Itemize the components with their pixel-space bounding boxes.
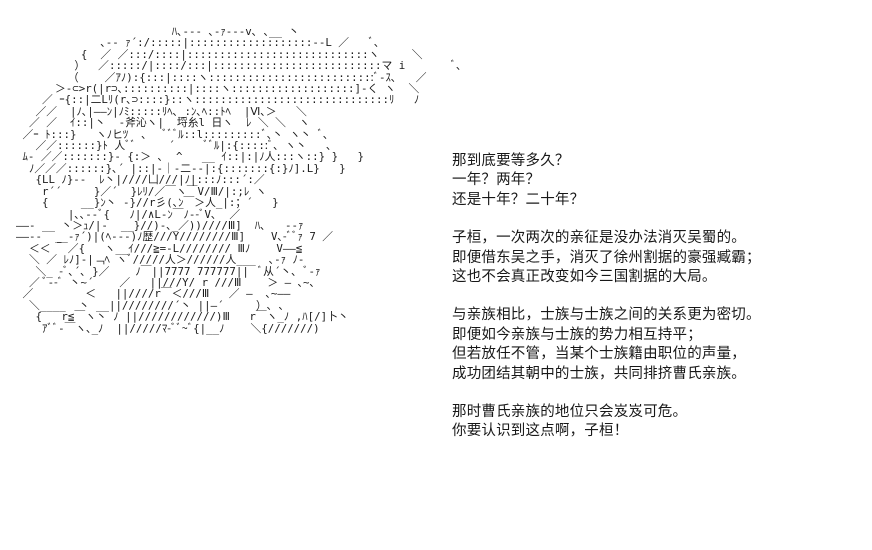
- dialogue-text-block: 那到底要等多久？ 一年？两年？ 还是十年？二十年？ 子桓，一次两次的亲征是没办法…: [452, 152, 852, 442]
- ascii-art-portrait: ﾊ､--‐ ､‐ｧ‐--v､ ､__ 丶 ､-‐ ｧ´:/:::::|:::::…: [16, 25, 462, 335]
- dialogue-line: 你要认识到这点啊，子桓！: [452, 423, 629, 440]
- dialogue-paragraph: 子桓，一次两次的亲征是没办法消灭吴蜀的。 即便借东吴之手，消灭了徐州割据的豪强臧…: [452, 229, 852, 287]
- dialogue-line: 但若放任不管，当某个士族籍由职位的声量，: [452, 346, 746, 363]
- dialogue-line: 这也不会真正改变如今三国割据的大局。: [452, 269, 717, 286]
- dialogue-line: 与亲族相比，士族与士族之间的关系更为密切。: [452, 307, 761, 324]
- dialogue-paragraph: 那时曹氏亲族的地位只会岌岌可危。 你要认识到这点啊，子桓！: [452, 403, 852, 442]
- dialogue-line: 那时曹氏亲族的地位只会岌岌可危。: [452, 404, 688, 421]
- dialogue-line: 还是十年？二十年？: [452, 191, 585, 208]
- dialogue-line: 一年？两年？: [452, 172, 541, 189]
- dialogue-paragraph: 那到底要等多久？ 一年？两年？ 还是十年？二十年？: [452, 152, 852, 210]
- dialogue-line: 即便如今亲族与士族的势力相互持平；: [452, 326, 702, 343]
- dialogue-line: 成功团结其朝中的士族，共同排挤曹氏亲族。: [452, 365, 746, 382]
- dialogue-line: 子桓，一次两次的亲征是没办法消灭吴蜀的。: [452, 230, 746, 247]
- dialogue-paragraph: 与亲族相比，士族与士族之间的关系更为密切。 即便如今亲族与士族的势力相互持平； …: [452, 306, 852, 384]
- dialogue-line: 那到底要等多久？: [452, 153, 570, 169]
- dialogue-line: 即便借东吴之手，消灭了徐州割据的豪强臧霸；: [452, 249, 761, 266]
